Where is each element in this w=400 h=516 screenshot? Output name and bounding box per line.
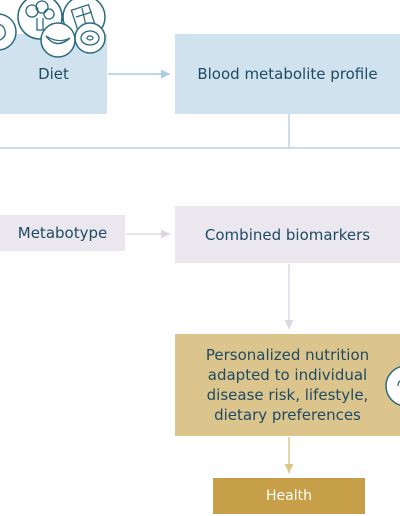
diet-label: Diet	[38, 65, 69, 83]
metabotype-label: Metabotype	[17, 224, 108, 242]
donut-icon	[74, 22, 106, 54]
combined-biomarkers-label: Combined biomarkers	[204, 225, 371, 244]
food-icons	[0, 0, 106, 58]
blood-metabolite-profile-box: Blood metabolite profile	[175, 34, 400, 114]
personalized-nutrition-label: Personalized nutrition adapted to indivi…	[205, 346, 370, 424]
health-label: Health	[266, 488, 312, 504]
health-box: Health	[213, 478, 365, 514]
apple-icon	[0, 13, 17, 51]
combined-biomarkers-box: Combined biomarkers	[175, 206, 400, 263]
banana-icon	[40, 22, 76, 58]
blood-metabolite-profile-label: Blood metabolite profile	[197, 65, 378, 83]
person-icon	[385, 366, 400, 406]
personalized-nutrition-box: Personalized nutrition adapted to indivi…	[175, 334, 400, 436]
metabotype-box: Metabotype	[0, 215, 125, 251]
